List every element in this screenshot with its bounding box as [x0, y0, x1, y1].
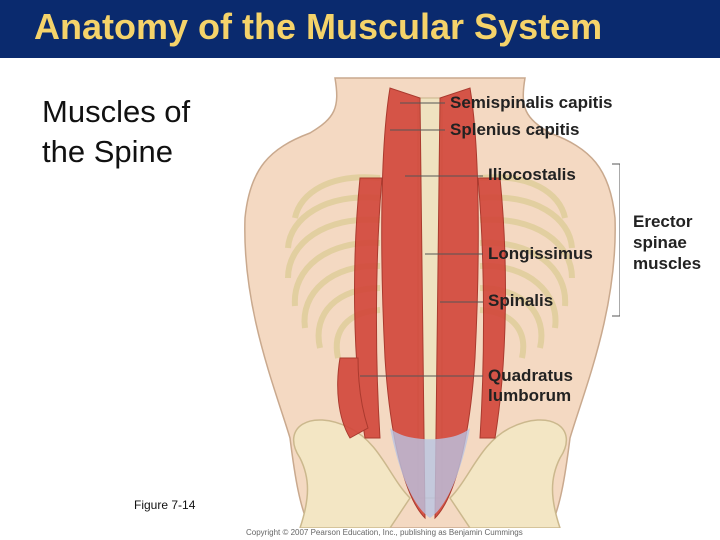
left-iliac-bone — [293, 419, 411, 528]
label-splenius-capitis: Splenius capitis — [450, 120, 580, 139]
copyright-notice: Copyright © 2007 Pearson Education, Inc.… — [246, 528, 523, 537]
subtitle-line-2: the Spine — [42, 134, 173, 169]
label-leader-lines — [360, 102, 483, 377]
lumbar-fascia — [390, 428, 470, 518]
slide-title: Anatomy of the Muscular System — [34, 6, 603, 47]
label-longissimus: Longissimus — [488, 244, 593, 263]
slide-subtitle: Muscles of the Spine — [42, 92, 190, 172]
title-bar — [0, 0, 720, 58]
label-iliocostalis: Iliocostalis — [488, 165, 576, 184]
erector-spinae-group-label: Erector spinae muscles — [633, 211, 701, 274]
label-semispinalis-capitis: Semispinalis capitis — [450, 93, 613, 112]
figure-caption: Figure 7-14 — [134, 498, 196, 512]
spine-muscle-illustration — [244, 77, 620, 528]
subtitle-line-1: Muscles of — [42, 94, 191, 129]
group-label-line-3: muscles — [633, 254, 702, 273]
label-spinalis: Spinalis — [488, 291, 554, 310]
group-label-line-1: Erector — [633, 212, 693, 231]
label-quadratus-line-1: Quadratus — [488, 366, 574, 385]
label-quadratus-lumborum: Quadratus lumborum — [488, 366, 573, 406]
label-quadratus-line-2: lumborum — [488, 386, 572, 405]
right-iliac-bone — [449, 419, 567, 528]
back-muscles — [337, 87, 506, 520]
group-label-line-2: spinae — [633, 233, 687, 252]
erector-spinae-bracket — [612, 163, 620, 317]
